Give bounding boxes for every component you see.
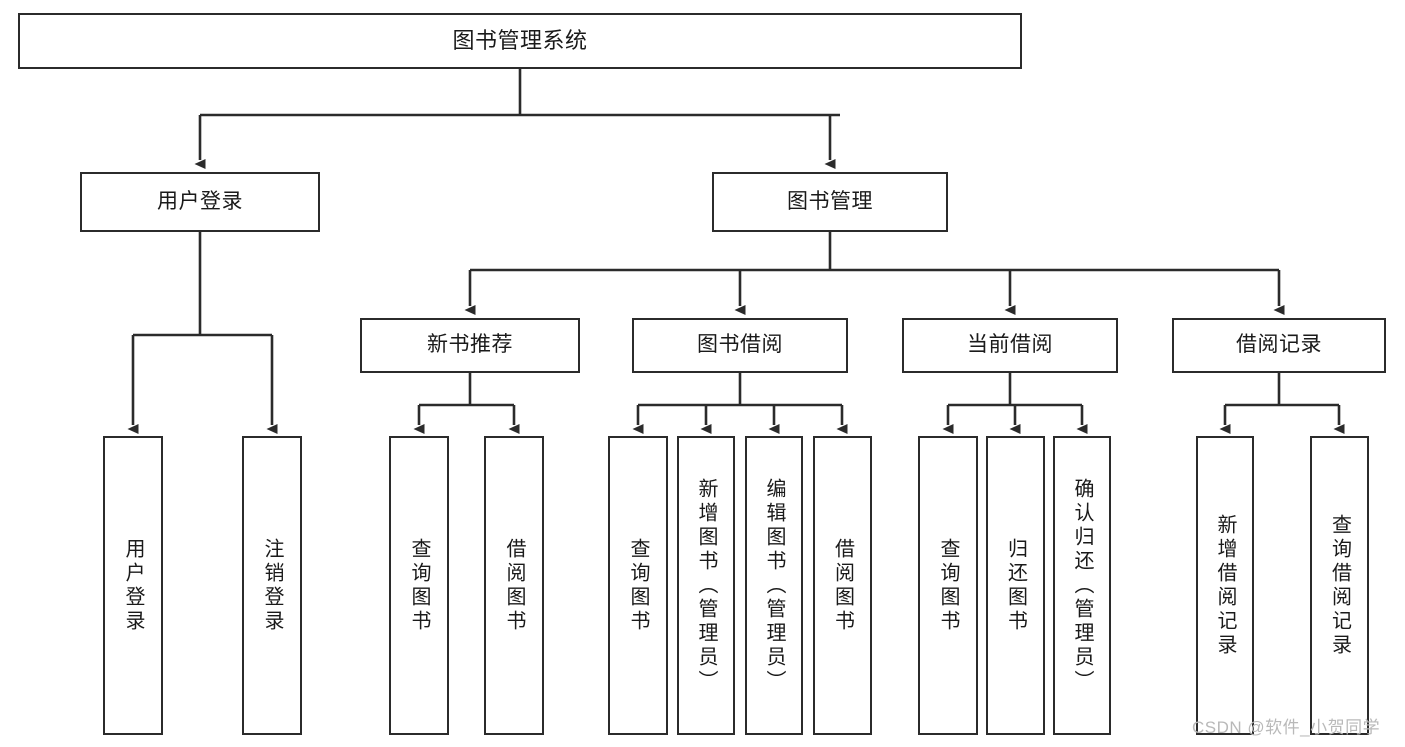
node-leaf-query-borrow-record[interactable]: 查询借阅记录 (1310, 436, 1369, 735)
node-leaf-borrow-book-1[interactable]: 借阅图书 (484, 436, 544, 735)
node-book-borrow-label: 图书借阅 (697, 333, 783, 357)
node-leaf-edit-book-label: 编辑图书（管理员） (763, 477, 785, 694)
node-leaf-borrow-book-2-label: 借阅图书 (831, 537, 854, 634)
node-leaf-query-book-1-label: 查询图书 (408, 537, 430, 634)
node-leaf-user-login-label: 用户登录 (122, 537, 144, 634)
node-current-borrow-label: 当前借阅 (967, 333, 1053, 357)
node-root-label: 图书管理系统 (452, 28, 588, 54)
node-leaf-confirm-return[interactable]: 确认归还（管理员） (1053, 436, 1111, 735)
node-borrow-record-label: 借阅记录 (1236, 333, 1322, 357)
node-book-manage-label: 图书管理 (787, 189, 873, 213)
node-leaf-logout-login[interactable]: 注销登录 (242, 436, 302, 735)
node-leaf-borrow-book-2[interactable]: 借阅图书 (813, 436, 872, 735)
node-leaf-user-login[interactable]: 用户登录 (103, 436, 163, 735)
node-leaf-add-book[interactable]: 新增图书（管理员） (677, 436, 735, 735)
node-leaf-return-book-label: 归还图书 (1004, 537, 1027, 634)
node-user-login[interactable]: 用户登录 (80, 172, 320, 232)
node-current-borrow[interactable]: 当前借阅 (902, 318, 1118, 373)
node-new-book-recommend-label: 新书推荐 (427, 333, 513, 357)
node-leaf-add-book-label: 新增图书（管理员） (695, 477, 717, 694)
node-leaf-borrow-book-1-label: 借阅图书 (503, 537, 525, 634)
node-leaf-confirm-return-label: 确认归还（管理员） (1071, 477, 1093, 694)
node-borrow-record[interactable]: 借阅记录 (1172, 318, 1386, 373)
node-leaf-edit-book[interactable]: 编辑图书（管理员） (745, 436, 803, 735)
node-user-login-label: 用户登录 (157, 189, 243, 213)
node-leaf-query-book-3-label: 查询图书 (937, 537, 959, 634)
node-leaf-query-book-2[interactable]: 查询图书 (608, 436, 668, 735)
node-book-borrow[interactable]: 图书借阅 (632, 318, 848, 373)
node-leaf-query-book-1[interactable]: 查询图书 (389, 436, 449, 735)
node-leaf-query-book-2-label: 查询图书 (627, 537, 649, 634)
node-root[interactable]: 图书管理系统 (18, 13, 1022, 69)
node-leaf-add-borrow-record-label: 新增借阅记录 (1214, 513, 1236, 658)
node-new-book-recommend[interactable]: 新书推荐 (360, 318, 580, 373)
node-leaf-logout-login-label: 注销登录 (261, 537, 283, 634)
node-leaf-query-book-3[interactable]: 查询图书 (918, 436, 978, 735)
node-leaf-add-borrow-record[interactable]: 新增借阅记录 (1196, 436, 1254, 735)
node-leaf-query-borrow-record-label: 查询借阅记录 (1328, 513, 1351, 658)
node-book-manage[interactable]: 图书管理 (712, 172, 948, 232)
node-leaf-return-book[interactable]: 归还图书 (986, 436, 1045, 735)
